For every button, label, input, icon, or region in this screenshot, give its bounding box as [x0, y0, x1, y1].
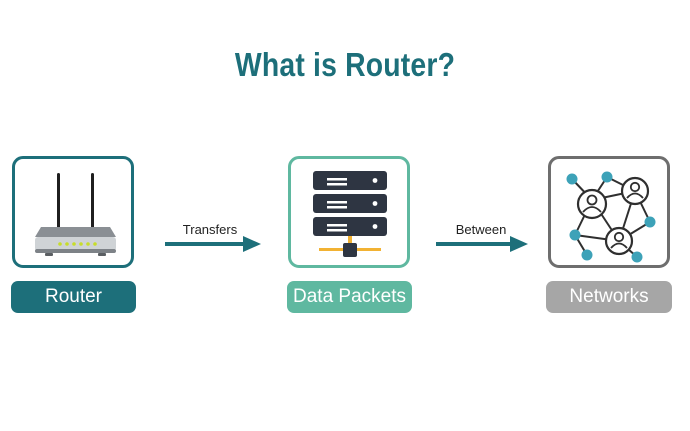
- between-connector: Between: [436, 222, 536, 262]
- networks-card: [548, 156, 670, 268]
- page-title: What is Router?: [234, 46, 456, 83]
- transfers-label: Transfers: [182, 222, 238, 237]
- router-icon: [35, 173, 116, 256]
- networks-label: Networks: [546, 281, 672, 313]
- router-card: [12, 156, 134, 268]
- network-icon: [566, 171, 656, 263]
- transfers-connector: Transfers: [165, 222, 265, 262]
- arrow-right-icon: [436, 236, 528, 252]
- data-packets-card: [288, 156, 410, 268]
- between-label: Between: [455, 222, 507, 237]
- server-icon: [313, 171, 387, 257]
- router-label: Router: [11, 281, 136, 313]
- arrow-right-icon: [165, 236, 261, 252]
- data-packets-label: Data Packets: [287, 281, 412, 313]
